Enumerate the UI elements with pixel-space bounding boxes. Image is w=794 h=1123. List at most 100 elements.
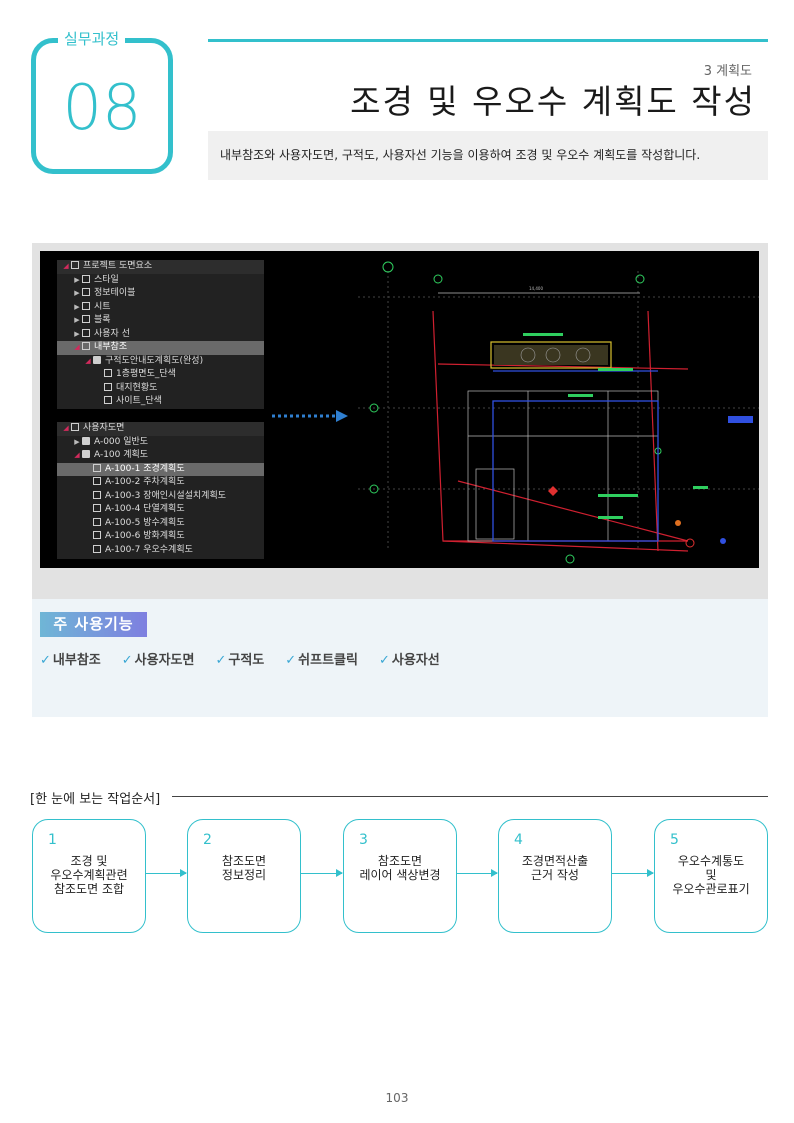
- check-icon: ✓: [40, 653, 51, 668]
- function-item-label: 쉬프트클릭: [298, 653, 358, 668]
- step-arrow-icon: [146, 869, 187, 877]
- tree-item-label: A-100-3 장애인시설설치계획도: [105, 490, 227, 501]
- step-text: 참조도면 레이어 색상변경: [359, 854, 441, 882]
- tree-item[interactable]: ▶ 정보테이블: [57, 287, 264, 301]
- item-icon: [93, 504, 101, 512]
- dotted-arrow-icon: [272, 410, 348, 422]
- item-icon: [104, 396, 112, 404]
- tree-item[interactable]: A-100-7 우오수계획도: [57, 544, 264, 558]
- check-icon: ✓: [215, 653, 227, 668]
- tree-item[interactable]: A-100-1 조경계획도: [57, 462, 264, 476]
- step-text: 조경면적산출 근거 작성: [521, 854, 589, 882]
- chapter-number: 08: [62, 71, 142, 144]
- cad-drawing: 14,400: [358, 251, 759, 568]
- page-title: 조경 및 우오수 계획도 작성: [350, 82, 756, 121]
- collapsed-arrow-icon[interactable]: ▶: [74, 329, 80, 338]
- step-arrow-icon: [301, 869, 343, 877]
- tree-item[interactable]: ▶ A-000 일반도: [57, 436, 264, 450]
- item-icon: [82, 342, 90, 350]
- workflow-title: [한 눈에 보는 작업순서]: [30, 788, 163, 807]
- collapsed-arrow-icon[interactable]: ▶: [74, 275, 80, 284]
- tree-item[interactable]: ◢프로젝트 도면요소: [57, 260, 264, 274]
- tree-item[interactable]: ◢구적도안내도계획도(완성): [57, 355, 264, 369]
- folder-icon: [82, 436, 90, 445]
- workflow-step: 3 참조도면 레이어 색상변경: [343, 819, 457, 933]
- user-drawing-tree-panel: ◢ 사용자도면▶ A-000 일반도 ◢ A-100 계획도 A-100-1 조경계획도 A…: [57, 422, 264, 559]
- function-item: ✓구적도: [215, 649, 264, 668]
- tree-item-label: A-100 계획도: [94, 450, 149, 460]
- workflow-step: 5 우오수계통도 및 우오수관로표기: [654, 819, 768, 933]
- tree-item-label: 정보테이블: [94, 288, 136, 298]
- page-number: 103: [385, 1091, 409, 1105]
- item-icon: [82, 328, 90, 337]
- expanded-arrow-icon[interactable]: ◢: [63, 424, 69, 432]
- item-icon: [104, 382, 112, 391]
- tree-item[interactable]: ◢ A-100 계획도: [57, 449, 264, 463]
- check-icon: ✓: [285, 653, 297, 668]
- tree-item[interactable]: ▶ 시트: [57, 301, 264, 315]
- section-label: 3 계획도: [703, 64, 752, 79]
- tree-item[interactable]: A-100-4 단열계획도: [57, 503, 264, 517]
- description-box: 내부참조와 사용자도면, 구적도, 사용자선 기능을 이용하여 조경 및 우오수…: [208, 131, 768, 180]
- function-item-label: 구적도: [228, 653, 265, 668]
- collapsed-arrow-icon[interactable]: ▶: [74, 437, 80, 446]
- tree-item-label: A-100-5 방수계획도: [105, 517, 185, 528]
- description-text: 내부참조와 사용자도면, 구적도, 사용자선 기능을 이용하여 조경 및 우오수…: [220, 148, 701, 162]
- item-icon: [93, 544, 101, 553]
- tree-item-label: A-000 일반도: [94, 436, 149, 447]
- tree-item-label: 시트: [94, 301, 111, 312]
- functions-list: ✓내부참조✓사용자도면✓구적도✓쉬프트클릭✓사용자선: [40, 649, 440, 668]
- software-screenshot: ◢프로젝트 도면요소▶스타일▶정보테이블▶시트▶블록▶사용자 선◢내부참조◢구적…: [40, 251, 759, 568]
- step-number: 3: [359, 832, 368, 848]
- tree-item-label: A-100-7 우오수계획도: [105, 544, 193, 555]
- step-text: 참조도면 정보정리: [221, 854, 267, 882]
- tree-item[interactable]: A-100-3 장애인시설설치계획도: [57, 490, 264, 504]
- collapsed-arrow-icon[interactable]: ▶: [74, 316, 80, 324]
- item-icon: [82, 288, 90, 296]
- check-icon: ✓: [378, 653, 390, 668]
- workflow-step: 2 참조도면 정보정리: [187, 819, 301, 933]
- function-item-label: 내부참조: [52, 653, 101, 668]
- collapsed-arrow-icon[interactable]: ▶: [74, 302, 80, 311]
- chapter-badge-label: 실무과정: [58, 29, 126, 49]
- expanded-arrow-icon[interactable]: ◢: [74, 451, 80, 459]
- item-icon: [104, 369, 112, 377]
- tree-item[interactable]: ▶ 사용자 선: [57, 328, 264, 342]
- expanded-arrow-icon[interactable]: ◢: [74, 343, 80, 351]
- tree-item[interactable]: A-100-5 방수계획도: [57, 517, 264, 531]
- tree-item-label: 블록: [94, 315, 111, 325]
- tree-item[interactable]: ▶ 블록: [57, 314, 264, 328]
- step-text: 조경 및 우오수계획관련 참조도면 조합: [50, 854, 128, 896]
- step-number: 2: [203, 832, 212, 848]
- tree-item[interactable]: ◢내부참조: [57, 341, 264, 355]
- step-number: 5: [670, 832, 679, 848]
- tree-item-label: A-100-1 조경계획도: [105, 463, 185, 474]
- tree-item[interactable]: A-100-2 주차계획도: [57, 476, 264, 490]
- item-icon: [93, 517, 101, 526]
- tree-item[interactable]: 사이트_단색: [57, 395, 264, 409]
- item-icon: [93, 477, 101, 485]
- check-icon: ✓: [121, 653, 133, 668]
- tree-item[interactable]: A-100-6 방화계획도: [57, 530, 264, 544]
- tree-item-label: 사용자 선: [94, 328, 130, 339]
- tree-item[interactable]: 1층평면도_단색: [57, 368, 264, 382]
- item-icon: [93, 490, 101, 499]
- tree-item-label: A-100-4 단열계획도: [105, 504, 185, 514]
- folder-icon: [82, 450, 90, 458]
- expanded-arrow-icon[interactable]: ◢: [63, 262, 69, 270]
- tree-item[interactable]: 대지현황도: [57, 382, 264, 396]
- tree-item[interactable]: ◢ 사용자도면: [57, 422, 264, 436]
- cad-dimension-text: 14,400: [529, 286, 543, 291]
- collapsed-arrow-icon[interactable]: ▶: [74, 289, 80, 297]
- step-arrow-icon: [457, 869, 498, 877]
- function-item: ✓사용자선: [379, 649, 440, 668]
- tree-item-label: A-100-2 주차계획도: [105, 477, 185, 487]
- tree-item-label: 사용자도면: [83, 423, 125, 433]
- tree-item-label: 대지현황도: [116, 382, 158, 393]
- step-text: 우오수계통도 및 우오수관로표기: [672, 854, 750, 896]
- item-icon: [82, 315, 90, 323]
- expanded-arrow-icon[interactable]: ◢: [85, 356, 91, 365]
- tree-item[interactable]: ▶스타일: [57, 274, 264, 288]
